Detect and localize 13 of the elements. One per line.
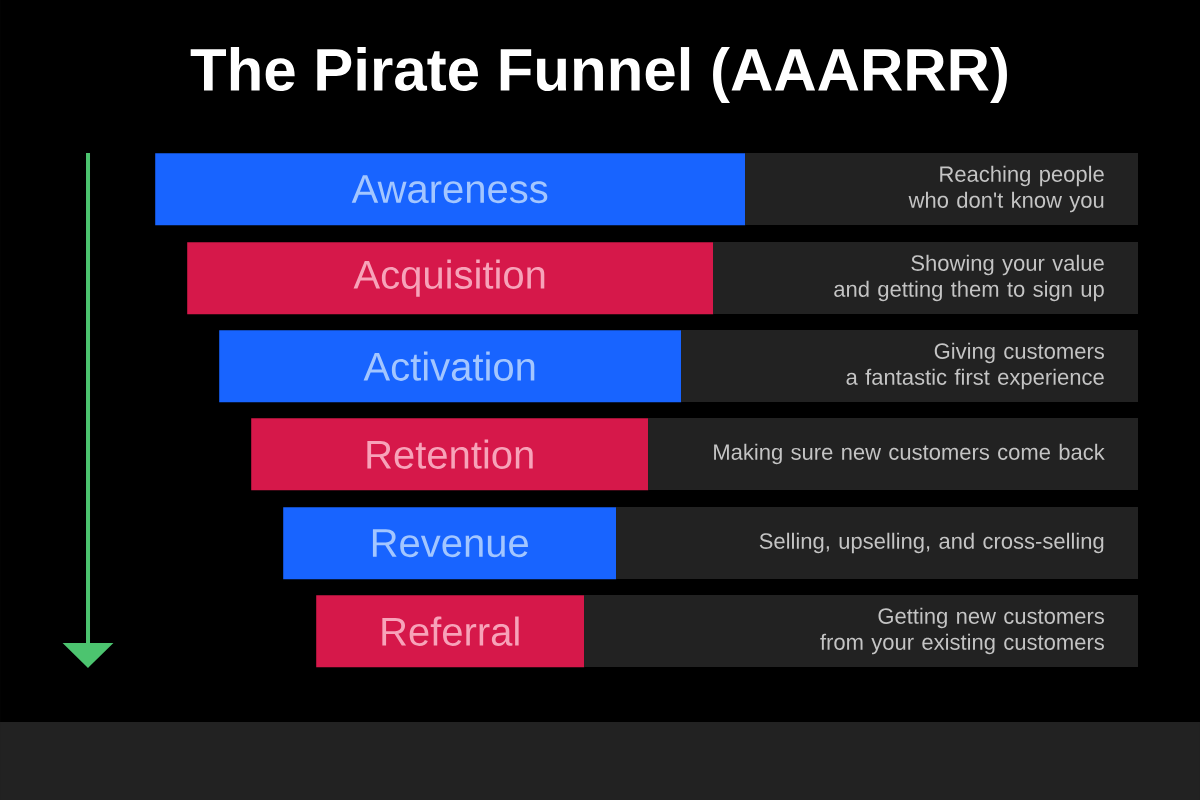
description-panel: Showing your value and getting them to sign up xyxy=(713,242,1138,314)
description-panel: Getting new customers from your existing customers xyxy=(584,595,1138,667)
stage-bar: Referral xyxy=(316,595,585,668)
stage-bar: Retention xyxy=(251,418,649,491)
description-panel: Making sure new customers come back xyxy=(648,418,1138,490)
description-panel: Reaching people who don't know you xyxy=(745,153,1138,225)
description-panel: Giving customers a fantastic first experience xyxy=(681,330,1138,402)
stage-bar: Awareness xyxy=(155,153,746,226)
stage-bar: Revenue xyxy=(283,507,617,580)
stage-bar: Acquisition xyxy=(187,242,714,315)
stage-bar: Activation xyxy=(219,330,682,403)
description-panel: Selling, upselling, and cross-selling xyxy=(616,507,1138,579)
title: The Pirate Funnel (AAARRR) xyxy=(190,47,1007,103)
